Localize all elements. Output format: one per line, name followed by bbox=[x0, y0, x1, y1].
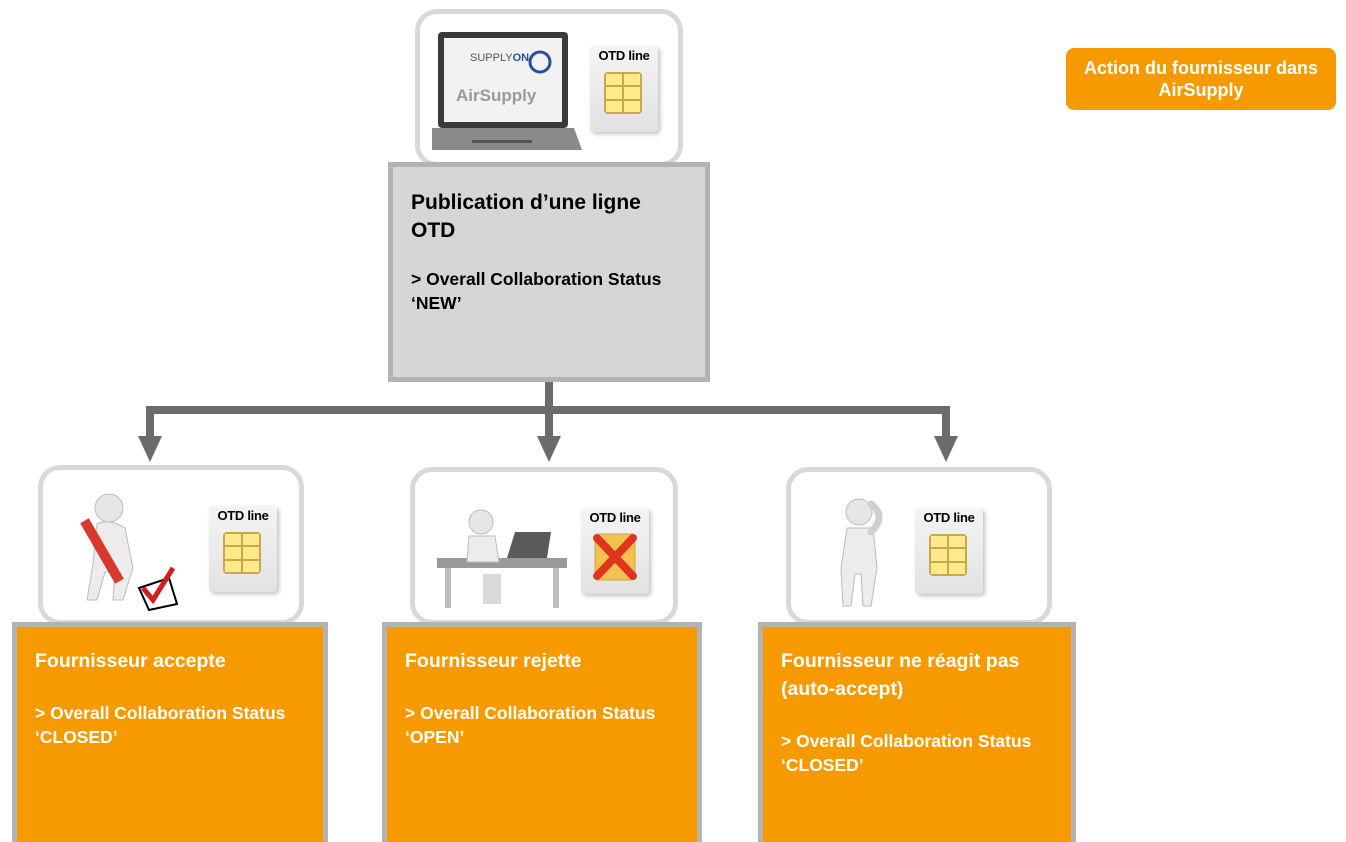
legend-text: Action du fournisseur dans AirSupply bbox=[1083, 58, 1319, 100]
arrowhead-right bbox=[934, 436, 958, 462]
laptop-brand: SUPPLYON bbox=[470, 52, 530, 64]
doc-label: OTD line bbox=[598, 48, 650, 63]
otd-document-icon: OTD line bbox=[590, 46, 658, 132]
accept-title: Fournisseur accepte bbox=[35, 650, 226, 672]
figure-at-desk-icon bbox=[437, 509, 567, 608]
laptop-icon bbox=[432, 32, 582, 150]
figure-thinking-icon bbox=[840, 498, 883, 607]
otd-document-icon: OTD line bbox=[209, 506, 277, 592]
no-reaction-image-frame: OTD line bbox=[786, 467, 1052, 625]
reject-title: Fournisseur rejette bbox=[405, 650, 582, 672]
otd-document-icon: OTD line bbox=[915, 508, 983, 594]
doc-label: OTD line bbox=[589, 510, 641, 525]
arrowhead-middle bbox=[537, 436, 561, 462]
accept-status: > Overall Collaboration Status ‘CLOSED’ bbox=[35, 703, 286, 747]
no-reaction-title: Fournisseur ne réagit pas (auto-accept) bbox=[781, 650, 1020, 700]
reject-status: > Overall Collaboration Status ‘OPEN’ bbox=[405, 703, 656, 747]
laptop-app-name: AirSupply bbox=[456, 86, 537, 105]
no-reaction-box: Fournisseur ne réagit pas (auto-accept) … bbox=[758, 622, 1076, 842]
publication-title: Publication d’une ligne OTD bbox=[411, 191, 641, 242]
top-image-frame: SUPPLYON AirSupply OTD line bbox=[415, 9, 683, 167]
legend-badge: Action du fournisseur dans AirSupply bbox=[1066, 48, 1336, 110]
publication-status: > Overall Collaboration Status ‘NEW’ bbox=[411, 269, 662, 313]
publication-box: Publication d’une ligne OTD > Overall Co… bbox=[388, 162, 710, 382]
reject-cross-icon bbox=[593, 533, 637, 581]
accept-image-frame: OTD line bbox=[38, 465, 304, 625]
no-reaction-status: > Overall Collaboration Status ‘CLOSED’ bbox=[781, 731, 1032, 775]
reject-image-frame: OTD line bbox=[410, 467, 678, 625]
doc-label: OTD line bbox=[217, 508, 269, 523]
figure-with-pencil-checkmark-icon bbox=[80, 493, 179, 612]
otd-document-icon: OTD line bbox=[581, 508, 649, 594]
doc-label: OTD line bbox=[923, 510, 975, 525]
accept-box: Fournisseur accepte > Overall Collaborat… bbox=[12, 622, 328, 842]
arrowhead-left bbox=[138, 436, 162, 462]
reject-box: Fournisseur rejette > Overall Collaborat… bbox=[382, 622, 702, 842]
